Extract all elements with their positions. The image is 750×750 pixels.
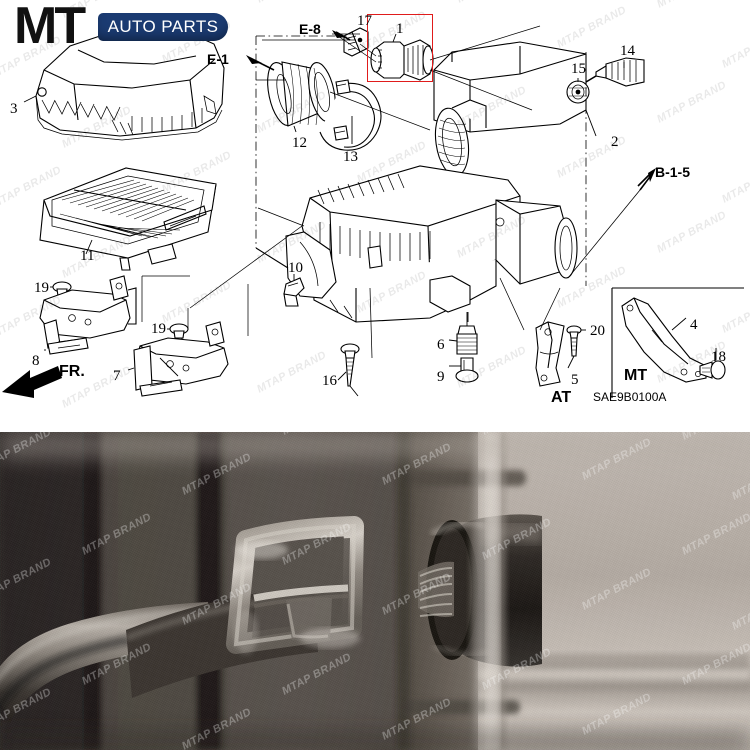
at-variant-label: AT bbox=[551, 389, 572, 406]
part-14-intake-air-temp-sensor bbox=[585, 57, 645, 87]
exploded-parts-diagram: MTAP BRAND MTAP BRAND MTAP BRAND MTAP BR… bbox=[0, 0, 750, 411]
part-label-5: 5 bbox=[571, 372, 579, 388]
part-12-air-intake-tube bbox=[267, 61, 336, 133]
part-2-air-cleaner-housing bbox=[285, 41, 597, 323]
part-label-19-upper: 19 bbox=[34, 280, 49, 296]
part-label-16: 16 bbox=[322, 373, 337, 389]
part-label-6: 6 bbox=[437, 337, 445, 353]
part-label-8: 8 bbox=[32, 353, 40, 369]
installation-photo: MTAP BRAND MTAP BRAND MTAP BRAND MTAP BR… bbox=[0, 432, 750, 750]
part-1-air-intake-sensor bbox=[370, 33, 434, 81]
part-15-grommet bbox=[566, 78, 590, 104]
part-6-mounting-rubber bbox=[448, 312, 478, 355]
part-16-bolt-washer bbox=[337, 343, 360, 397]
part-label-19-lower: 19 bbox=[151, 321, 166, 337]
part-label-13: 13 bbox=[343, 149, 358, 165]
part-label-7: 7 bbox=[113, 368, 121, 384]
mt-variant-label: MT bbox=[624, 367, 648, 384]
retaining-clip bbox=[226, 516, 364, 654]
part-11-air-cleaner-element bbox=[39, 167, 217, 271]
callout-e-1: E-1 bbox=[207, 51, 229, 67]
part-label-4: 4 bbox=[690, 317, 698, 333]
part-label-20: 20 bbox=[590, 323, 605, 339]
part-5-stay-at bbox=[535, 321, 565, 387]
logo-mt-text: MT bbox=[14, 0, 86, 55]
callout-e-8: E-8 bbox=[299, 21, 321, 37]
part-label-10: 10 bbox=[288, 260, 303, 276]
mt-variant-box bbox=[611, 287, 744, 398]
part-label-15: 15 bbox=[571, 61, 586, 77]
highlight-box-part-1 bbox=[367, 14, 433, 82]
front-direction-arrow bbox=[2, 366, 62, 398]
part-3-air-cleaner-cover bbox=[23, 27, 225, 141]
part-9-collar bbox=[449, 357, 479, 383]
part-label-3: 3 bbox=[10, 101, 18, 117]
part-7-resonator-bracket bbox=[127, 321, 229, 397]
part-label-9: 9 bbox=[437, 369, 445, 385]
part-10-clip bbox=[283, 274, 305, 307]
part-label-18: 18 bbox=[711, 349, 726, 365]
part-label-17: 17 bbox=[357, 13, 372, 29]
part-label-2: 2 bbox=[611, 134, 619, 150]
part-label-14: 14 bbox=[620, 43, 635, 59]
part-8-bracket-front bbox=[39, 275, 137, 355]
logo-badge-text: AUTO PARTS bbox=[107, 17, 219, 36]
part-label-1: 1 bbox=[396, 21, 404, 37]
part-20-bolt-at bbox=[566, 325, 586, 369]
logo-badge: AUTO PARTS bbox=[98, 13, 228, 41]
front-direction-label: FR. bbox=[59, 363, 85, 380]
part-18-bolt-flange bbox=[699, 348, 726, 380]
drawing-code: SAE9B0100A bbox=[593, 390, 667, 404]
callout-arrows bbox=[246, 30, 656, 187]
diagram-linework bbox=[2, 25, 744, 398]
part-17-grommet-small bbox=[343, 27, 369, 57]
callout-b-1-5: B-1-5 bbox=[655, 164, 691, 180]
part-label-12: 12 bbox=[292, 135, 307, 151]
part-label-11: 11 bbox=[80, 248, 95, 264]
construction-lines bbox=[141, 25, 653, 359]
photo-content bbox=[0, 432, 750, 750]
